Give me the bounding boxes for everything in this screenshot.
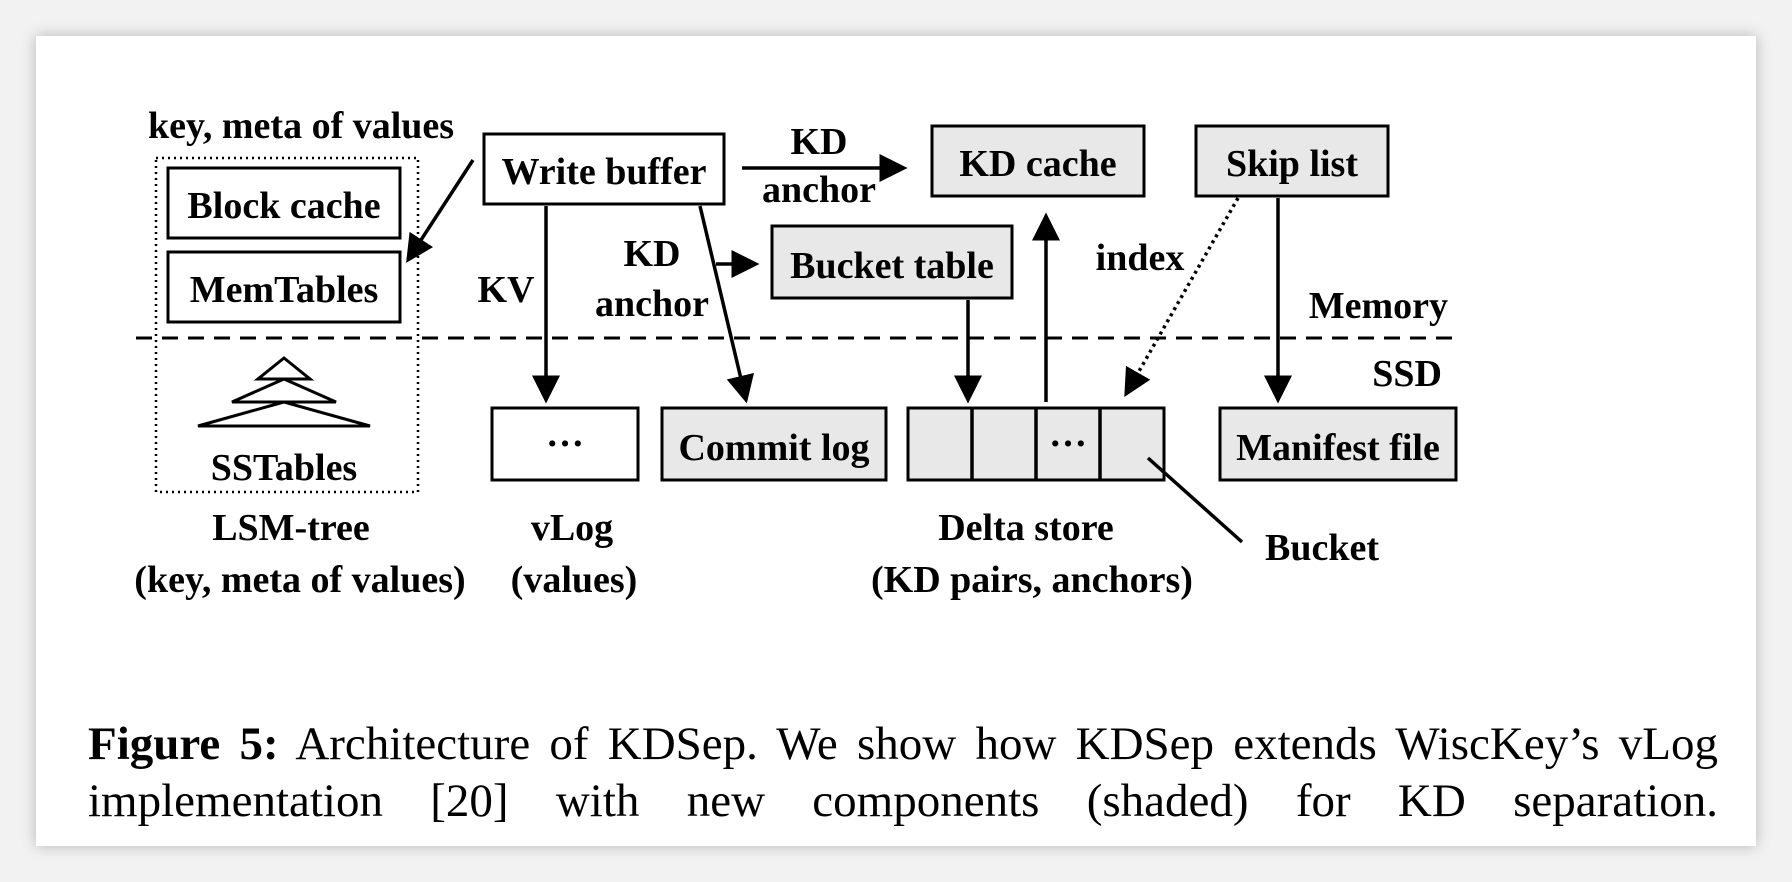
vlog-caption-subtitle: (values) <box>511 559 638 601</box>
lsm-caption-title: LSM-tree <box>212 507 370 549</box>
anchor-label-mid: anchor <box>595 283 709 325</box>
bucket-label: Bucket <box>1265 527 1379 569</box>
anchor-label-top: anchor <box>762 169 876 211</box>
manifest-file-label: Manifest file <box>1236 427 1440 469</box>
block-cache-box <box>166 166 402 240</box>
vlog-caption-title: vLog <box>531 507 613 549</box>
vlog-ellipsis: … <box>546 413 584 455</box>
sstables-pyramid-icon <box>197 356 371 428</box>
sstables-label: SSTables <box>211 447 357 489</box>
ssd-label: SSD <box>1372 353 1442 395</box>
arrow-index-dotted <box>1124 197 1240 398</box>
write-buffer-label: Write buffer <box>501 151 706 193</box>
memory-label: Memory <box>1309 285 1448 327</box>
arrow-to-memtables <box>406 159 475 263</box>
kd-label-top: KD <box>791 121 848 163</box>
kd-label-mid: KD <box>624 233 681 275</box>
commit-log-box <box>660 406 888 482</box>
kd-cache-box <box>930 124 1146 198</box>
memtables-box <box>166 250 402 324</box>
manifest-file-box <box>1218 406 1458 482</box>
delta-caption-subtitle: (KD pairs, anchors) <box>871 559 1193 601</box>
kv-label: KV <box>478 269 536 311</box>
lsm-caption-subtitle: (key, meta of values) <box>134 559 465 601</box>
memtables-label: MemTables <box>190 269 379 311</box>
block-cache-label: Block cache <box>187 185 380 227</box>
bucket-table-box <box>770 224 1014 300</box>
index-label: index <box>1096 237 1185 279</box>
delta-store <box>906 406 1166 482</box>
bucket-table-label: Bucket table <box>790 245 994 287</box>
lsm-top-label: key, meta of values <box>148 105 454 147</box>
architecture-diagram: key, meta of values Block cache MemTable… <box>134 105 1458 601</box>
commit-log-label: Commit log <box>678 427 869 469</box>
caption-text: Architecture of KDSep. We show how KDSep… <box>88 718 1718 827</box>
lsm-dotted-border <box>154 156 420 494</box>
kd-cache-label: KD cache <box>959 143 1116 185</box>
figure-card: key, meta of values Block cache MemTable… <box>36 36 1756 846</box>
delta-ellipsis: … <box>1049 413 1087 455</box>
vlog-box <box>490 406 640 482</box>
bucket-pointer-line <box>1146 456 1244 544</box>
caption-label: Figure 5: <box>88 718 279 770</box>
skip-list-box <box>1194 124 1390 198</box>
skip-list-label: Skip list <box>1226 143 1358 185</box>
delta-caption-title: Delta store <box>938 507 1114 549</box>
arrow-to-commit-log <box>698 205 754 404</box>
write-buffer-box <box>482 132 726 206</box>
figure-caption: Figure 5: Architecture of KDSep. We show… <box>88 716 1718 830</box>
